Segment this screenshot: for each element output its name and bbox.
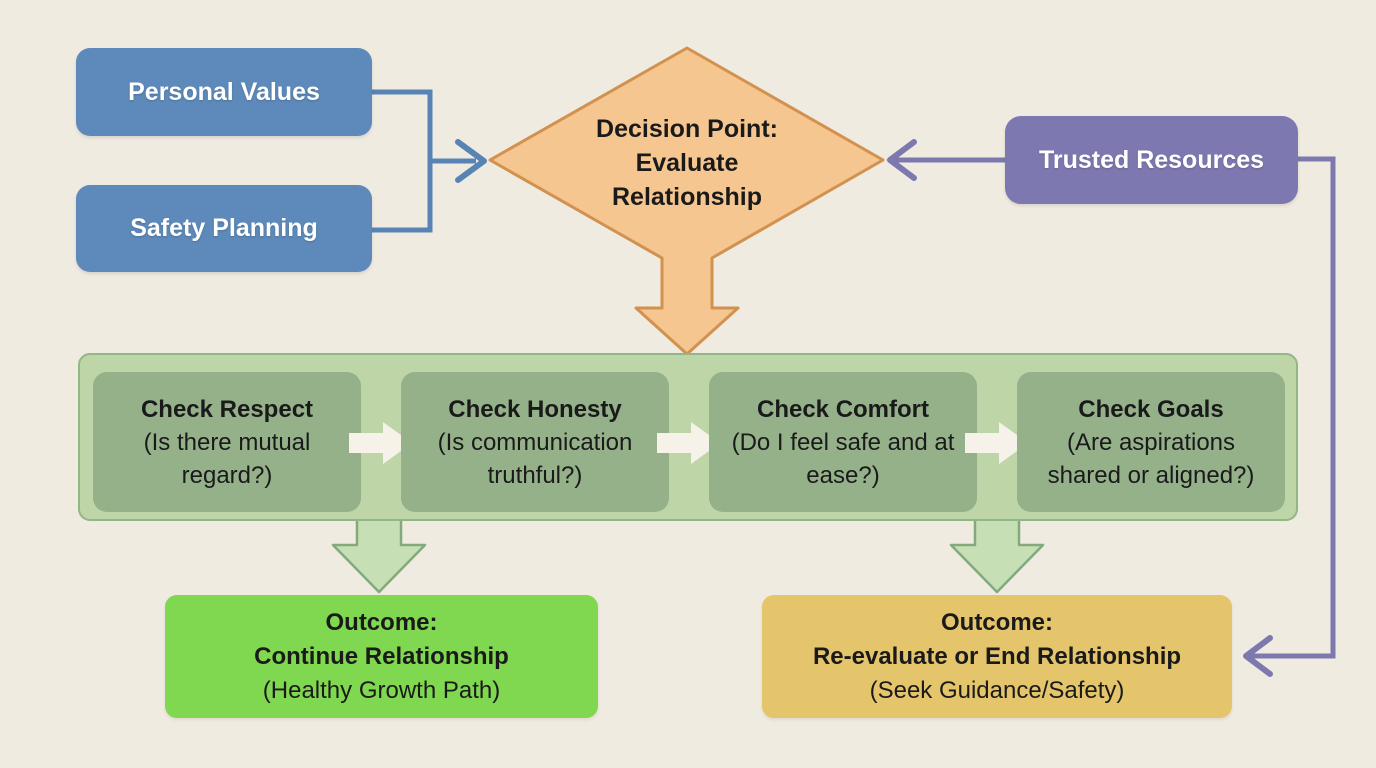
node-trusted-resources-label: Trusted Resources <box>1038 145 1265 174</box>
down-arrow-continue-icon <box>331 514 427 594</box>
node-trusted-resources: Trusted Resources <box>1005 116 1298 204</box>
purple-connector-right <box>1243 156 1336 677</box>
left-arrowhead-icon <box>1243 635 1273 677</box>
check-goals-subtitle: (Are aspirations shared or aligned?) <box>1047 428 1255 489</box>
left-arrowhead-icon <box>887 139 917 181</box>
outcome-reevaluate-line-2: Re-evaluate or End Relationship <box>812 642 1182 670</box>
down-arrow-reevaluate-icon <box>949 514 1045 594</box>
node-outcome-continue: Outcome: Continue Relationship (Healthy … <box>165 595 598 718</box>
node-check-goals: Check Goals (Are aspirations shared or a… <box>1017 372 1285 512</box>
node-safety-planning-label: Safety Planning <box>130 214 318 242</box>
decision-line-2: Evaluate <box>635 149 739 177</box>
right-arrowhead-icon <box>455 139 487 183</box>
check-honesty-subtitle: (Is communication truthful?) <box>437 428 633 489</box>
decision-line-1: Decision Point: <box>596 115 778 143</box>
node-check-comfort: Check Comfort (Do I feel safe and at eas… <box>709 372 977 512</box>
node-outcome-reevaluate: Outcome: Re-evaluate or End Relationship… <box>762 595 1232 718</box>
outcome-reevaluate-line-3: (Seek Guidance/Safety) <box>869 676 1125 704</box>
outcome-reevaluate-line-1: Outcome: <box>940 608 1053 636</box>
purple-connector-left <box>887 139 1005 181</box>
node-personal-values-label: Personal Values <box>128 77 320 106</box>
outcome-continue-line-2: Continue Relationship <box>254 642 509 670</box>
decision-diamond-shape <box>488 46 885 356</box>
node-check-respect: Check Respect (Is there mutual regard?) <box>93 372 361 512</box>
blue-connector <box>370 89 487 233</box>
node-check-honesty: Check Honesty (Is communication truthful… <box>401 372 669 512</box>
decision-line-3: Relationship <box>611 183 762 211</box>
right-arrow-icon <box>349 422 412 464</box>
node-personal-values: Personal Values <box>76 48 372 136</box>
check-respect-title: Check Respect <box>140 395 314 423</box>
check-respect-subtitle: (Is there mutual regard?) <box>143 428 311 489</box>
node-safety-planning: Safety Planning <box>76 185 372 272</box>
check-honesty-title: Check Honesty <box>448 395 622 423</box>
right-arrow-icon <box>965 422 1028 464</box>
check-goals-title: Check Goals <box>1078 395 1224 423</box>
outcome-continue-line-1: Outcome: <box>325 608 438 636</box>
outcome-continue-line-3: (Healthy Growth Path) <box>262 676 501 704</box>
node-decision-point: Decision Point: Evaluate Relationship <box>537 112 837 214</box>
check-comfort-subtitle: (Do I feel safe and at ease?) <box>731 428 955 489</box>
check-comfort-title: Check Comfort <box>756 395 930 423</box>
right-arrow-icon <box>657 422 720 464</box>
checks-band: Check Respect (Is there mutual regard?) … <box>78 353 1298 521</box>
